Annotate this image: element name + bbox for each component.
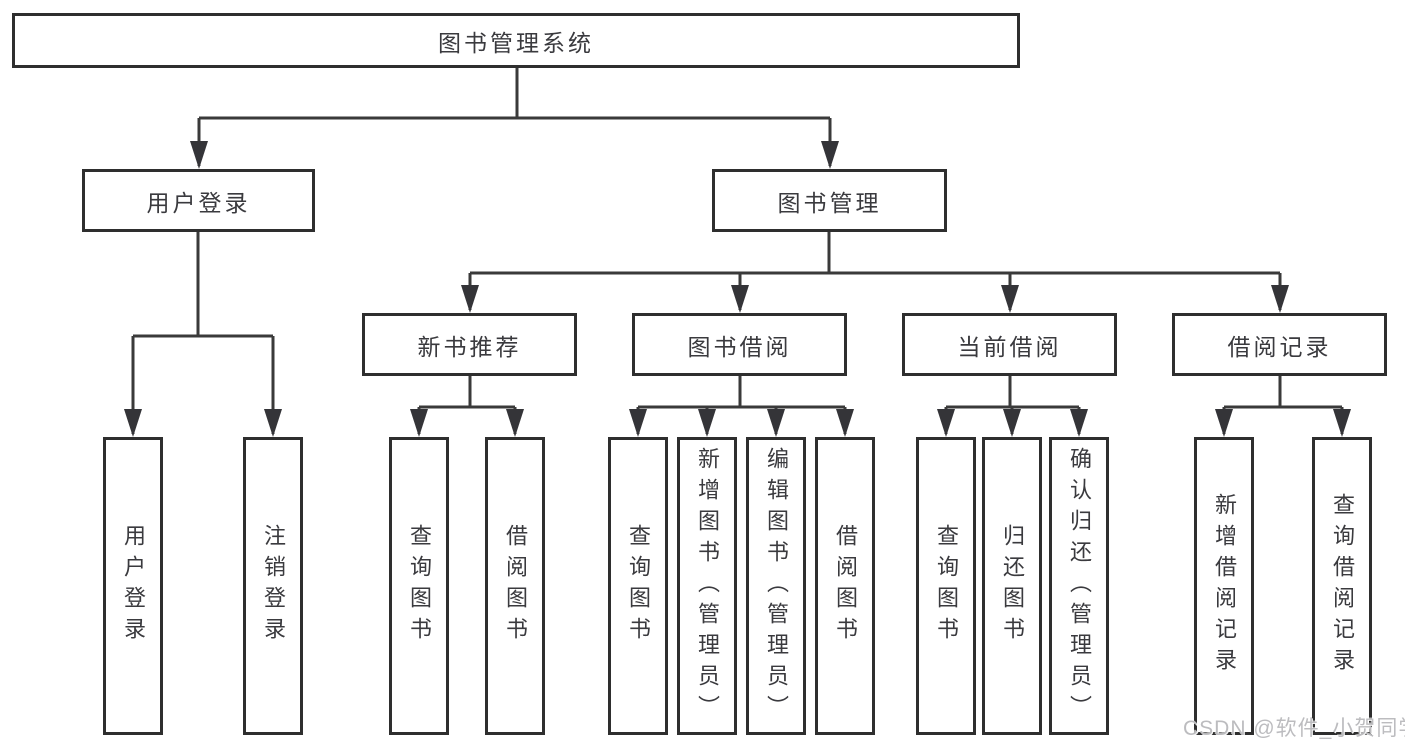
connector-mgmt bbox=[468, 232, 1282, 310]
leaf-query-books-borrow: 查询图书 bbox=[608, 437, 668, 735]
leaf-confirm-return-admin-label: 确认归还（管理员） bbox=[1067, 446, 1092, 726]
leaf-return-books-label: 归还图书 bbox=[1000, 524, 1025, 648]
node-borrow-records: 借阅记录 bbox=[1172, 313, 1387, 376]
leaf-query-books-current-label: 查询图书 bbox=[934, 524, 959, 648]
leaf-borrow-books-label: 借阅图书 bbox=[833, 524, 858, 648]
leaf-add-book-admin: 新增图书（管理员） bbox=[677, 437, 737, 735]
leaf-edit-book-admin-label: 编辑图书（管理员） bbox=[764, 446, 789, 726]
node-new-book-recommend-label: 新书推荐 bbox=[417, 333, 522, 360]
leaf-logout-label: 注销登录 bbox=[261, 524, 286, 648]
connector-root bbox=[197, 68, 832, 166]
leaf-logout: 注销登录 bbox=[243, 437, 303, 735]
leaf-query-books-borrow-label: 查询图书 bbox=[626, 524, 651, 648]
leaf-confirm-return-admin: 确认归还（管理员） bbox=[1049, 437, 1109, 735]
node-book-borrow-label: 图书借阅 bbox=[687, 333, 792, 360]
node-borrow-records-label: 借阅记录 bbox=[1227, 333, 1332, 360]
node-user-login-label: 用户登录 bbox=[146, 189, 251, 216]
leaf-add-borrow-record: 新增借阅记录 bbox=[1194, 437, 1254, 735]
leaf-return-books: 归还图书 bbox=[982, 437, 1042, 735]
node-new-book-recommend: 新书推荐 bbox=[362, 313, 577, 376]
leaf-query-books-recommend-label: 查询图书 bbox=[407, 524, 432, 648]
arrowheads bbox=[124, 141, 1351, 437]
leaf-borrow-books-recommend-label: 借阅图书 bbox=[503, 524, 528, 648]
leaf-query-borrow-record: 查询借阅记录 bbox=[1312, 437, 1372, 735]
leaf-borrow-books-recommend: 借阅图书 bbox=[485, 437, 545, 735]
node-current-borrow: 当前借阅 bbox=[902, 313, 1117, 376]
leaf-user-login-label: 用户登录 bbox=[121, 524, 146, 648]
connector-borrow bbox=[636, 376, 847, 434]
node-user-login: 用户登录 bbox=[82, 169, 315, 232]
connector-paths bbox=[131, 68, 1344, 434]
connector-recommend bbox=[417, 376, 517, 434]
leaf-user-login: 用户登录 bbox=[103, 437, 163, 735]
node-book-mgmt-label: 图书管理 bbox=[777, 189, 882, 216]
leaf-add-borrow-record-label: 新增借阅记录 bbox=[1212, 493, 1237, 679]
leaf-query-borrow-record-label: 查询借阅记录 bbox=[1330, 493, 1355, 679]
csdn-watermark: CSDN @软件_小贺同学 bbox=[1183, 717, 1405, 740]
leaf-query-books-recommend: 查询图书 bbox=[389, 437, 449, 735]
node-book-borrow: 图书借阅 bbox=[632, 313, 847, 376]
leaf-borrow-books: 借阅图书 bbox=[815, 437, 875, 735]
leaf-add-book-admin-label: 新增图书（管理员） bbox=[695, 446, 720, 726]
node-book-mgmt: 图书管理 bbox=[712, 169, 947, 232]
node-current-borrow-label: 当前借阅 bbox=[957, 333, 1062, 360]
connector-login bbox=[131, 232, 275, 434]
node-root: 图书管理系统 bbox=[12, 13, 1020, 68]
leaf-query-books-current: 查询图书 bbox=[916, 437, 976, 735]
leaf-edit-book-admin: 编辑图书（管理员） bbox=[746, 437, 806, 735]
connector-records bbox=[1222, 376, 1344, 434]
node-root-label: 图书管理系统 bbox=[438, 29, 594, 56]
